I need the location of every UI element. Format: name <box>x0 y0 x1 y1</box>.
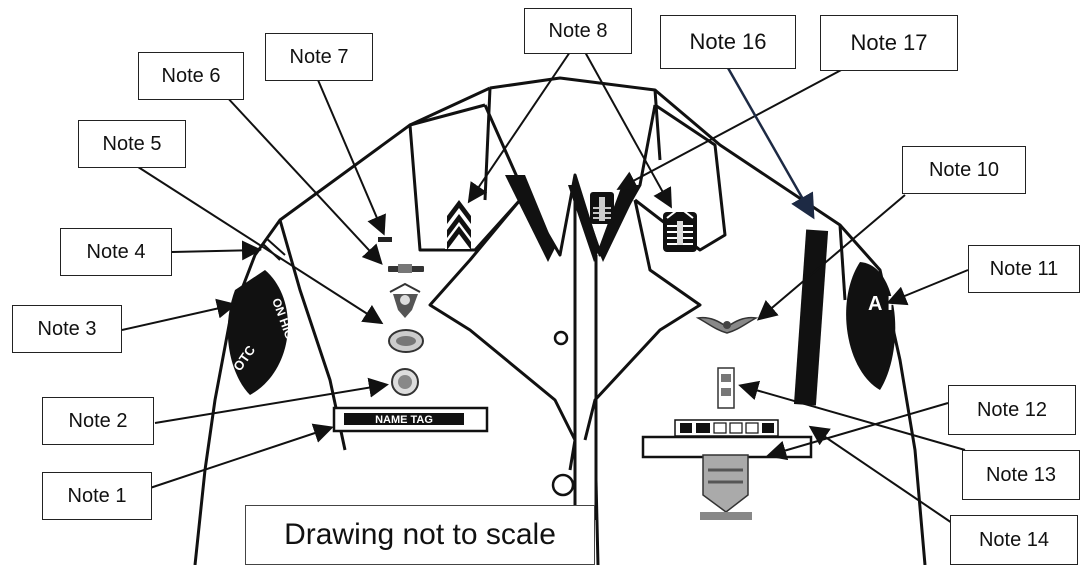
note-7-label: Note 7 <box>265 33 373 81</box>
collar-button <box>555 332 567 344</box>
arrow-note-3 <box>122 305 233 330</box>
note-1-label: Note 1 <box>42 472 152 520</box>
note-8-label: Note 8 <box>524 8 632 54</box>
note-6-label: Note 6 <box>138 52 244 100</box>
arrow-note-11 <box>890 270 968 302</box>
note-17-label: Note 17 <box>820 15 958 71</box>
arrow-note-7 <box>318 80 383 232</box>
note-5-label: Note 5 <box>78 120 186 168</box>
arrow-note-16 <box>728 68 812 215</box>
arrow-note-17 <box>620 68 845 188</box>
note-3-label: Note 3 <box>12 305 122 353</box>
name-tag-text: NAME TAG <box>375 414 433 426</box>
left-collar-chevron-insignia <box>445 200 471 250</box>
left-shoulder-patch: ON HIGH OTC <box>228 270 300 395</box>
right-shoulder-patch: A R <box>846 262 902 390</box>
right-chest-insignia <box>643 318 811 520</box>
note-16-label: Note 16 <box>660 15 796 69</box>
note-11-label: Note 11 <box>968 245 1080 293</box>
tie-rank-insignia <box>590 192 614 224</box>
shoulder-cord-band <box>794 229 828 405</box>
note-12-label: Note 12 <box>948 385 1076 435</box>
scale-disclaimer: Drawing not to scale <box>245 505 595 565</box>
right-patch-text: A R <box>868 293 902 315</box>
right-collar-rank-insignia <box>663 208 697 252</box>
note-2-label: Note 2 <box>42 397 154 445</box>
name-tag: NAME TAG <box>334 408 487 431</box>
jacket-button <box>553 475 573 495</box>
note-13-label: Note 13 <box>962 450 1080 500</box>
arrow-note-12 <box>770 403 948 455</box>
arrow-note-1 <box>150 428 330 488</box>
note-10-label: Note 10 <box>902 146 1026 194</box>
note-4-label: Note 4 <box>60 228 172 276</box>
left-chest-insignia <box>378 237 424 395</box>
shirt-collar-tabs <box>505 175 640 262</box>
arrow-note-4 <box>172 250 258 252</box>
arrow-note-14 <box>812 428 955 525</box>
note-14-label: Note 14 <box>950 515 1078 565</box>
